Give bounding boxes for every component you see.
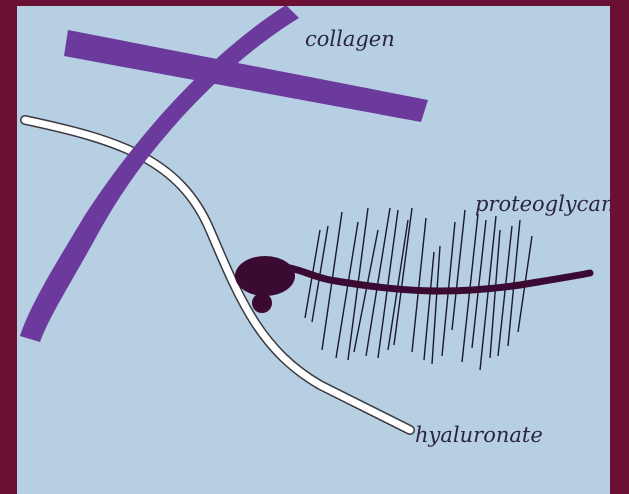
gag-chain [394,208,412,345]
diagram-svg: collagen proteoglycan hyaluronate [17,6,610,494]
gag-chain [490,230,500,358]
proteoglycan-label: proteoglycan [475,192,610,216]
gag-chain [412,218,426,352]
collagen-label: collagen [305,27,395,51]
proteoglycan-core [235,256,590,313]
collagen-fibers [20,6,428,342]
gag-chain [424,252,434,360]
hyaluronate-label: hyaluronate [415,423,543,447]
hyaluronate-strand [25,120,410,430]
diagram-panel: collagen proteoglycan hyaluronate [17,6,610,494]
gag-chain [336,222,358,358]
gag-chain [480,216,496,370]
